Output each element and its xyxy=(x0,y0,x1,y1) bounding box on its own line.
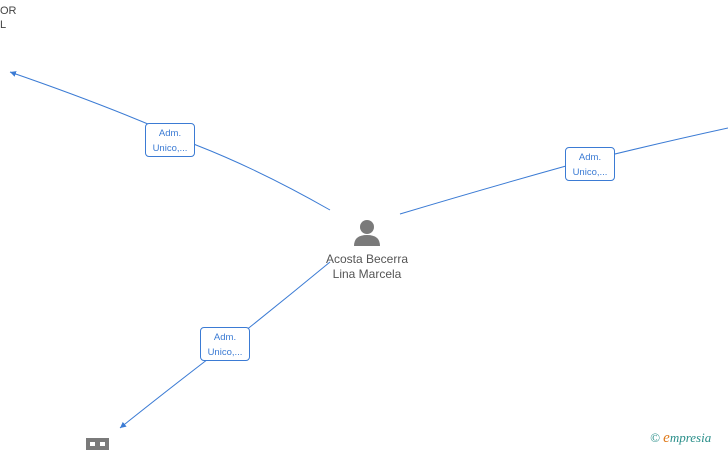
edge-label-line1: Adm. xyxy=(578,152,602,163)
building-icon[interactable] xyxy=(86,438,109,450)
edge-label-line1: Adm. xyxy=(213,332,237,343)
edge-label-line2: Unico,... xyxy=(207,347,243,358)
center-person-name[interactable]: Acosta Becerra Lina Marcela xyxy=(325,252,409,281)
top-left-node-label[interactable]: OR L xyxy=(0,4,17,32)
top-left-node-label-line1: OR xyxy=(0,5,17,17)
edge-label-upper-right[interactable]: Adm. Unico,... xyxy=(565,147,615,181)
edge-label-line2: Unico,... xyxy=(152,143,188,154)
top-left-node-label-line2: L xyxy=(0,19,7,31)
edge-label-line2: Unico,... xyxy=(572,167,608,178)
edge-upper-right xyxy=(399,127,728,215)
edge-lower-left xyxy=(119,261,331,429)
watermark-e: e xyxy=(663,430,670,446)
copyright-symbol: © xyxy=(650,430,660,445)
edge-label-line1: Adm. xyxy=(158,128,182,139)
person-icon[interactable] xyxy=(354,220,380,246)
watermark-rest: mpresia xyxy=(669,430,712,445)
empresia-watermark: © empresia xyxy=(650,430,711,447)
edge-label-upper-left[interactable]: Adm. Unico,... xyxy=(145,123,195,157)
edge-label-lower-left[interactable]: Adm. Unico,... xyxy=(200,327,250,361)
edge-upper-left xyxy=(9,71,331,211)
